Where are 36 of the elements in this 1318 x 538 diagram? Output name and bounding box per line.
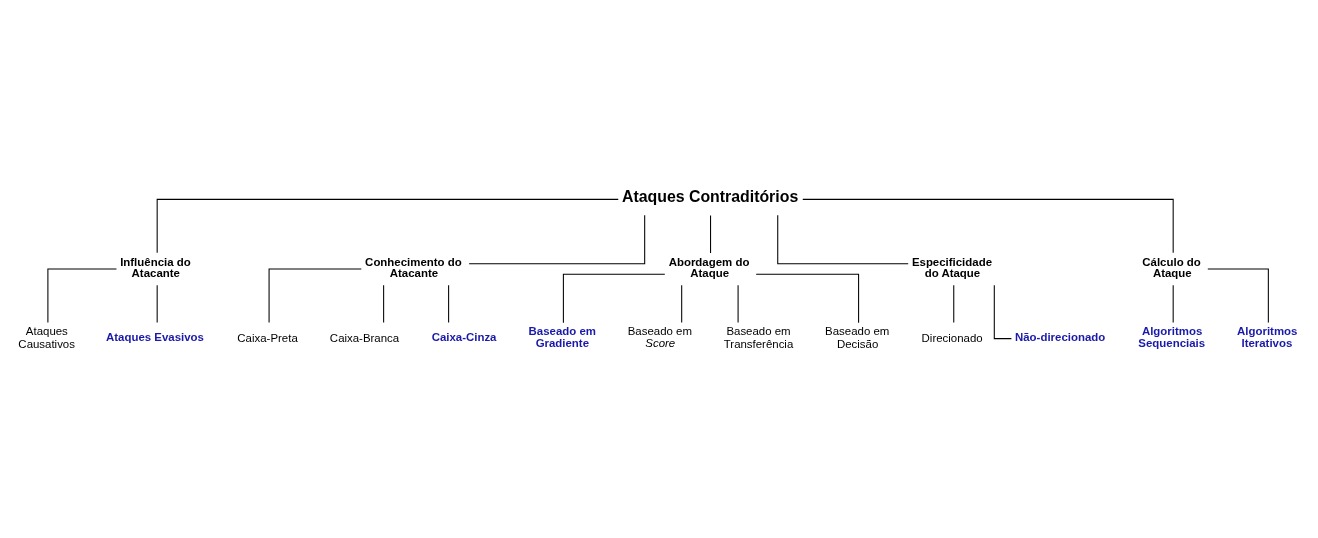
node-text: Algoritmos Iterativos (1237, 325, 1298, 349)
node-text: Ataques Evasivos (106, 330, 204, 343)
node-text: Não-direcionado (1015, 330, 1106, 343)
node-text: Abordagem do Ataque (668, 255, 750, 280)
connector (47, 268, 117, 323)
node-text: Conhecimento do Atacante (365, 255, 462, 280)
node-text: Baseado em Score (627, 325, 692, 349)
connector (1207, 268, 1269, 323)
node-text: Algoritmos Sequenciais (1138, 325, 1206, 349)
connector (383, 284, 385, 324)
connector (710, 215, 712, 254)
node-text: Baseado em Gradiente (528, 325, 596, 349)
node-text: Baseado em Decisão (825, 325, 890, 350)
connector (268, 268, 362, 323)
connector (777, 214, 909, 265)
node-text: Ataques Contraditórios (621, 188, 799, 206)
connector (755, 273, 860, 324)
node-text: Influência do Atacante (120, 255, 191, 280)
connector (993, 284, 1012, 340)
node-text: Cálculo do Ataque (1142, 255, 1201, 280)
node-text: Baseado em Transferência (723, 325, 794, 350)
connector (953, 284, 955, 324)
node-text: Ataques Causativos (18, 325, 75, 350)
connector (156, 198, 619, 254)
node-text: Caixa-Branca (329, 331, 400, 344)
connector (562, 273, 666, 324)
connector (681, 284, 683, 324)
connector (468, 214, 646, 265)
connector (802, 198, 1174, 254)
connector (156, 284, 158, 324)
connector (1172, 284, 1174, 324)
node-text: Caixa-Cinza (431, 330, 497, 343)
node-text: Direcionado (921, 331, 983, 344)
node-text: Caixa-Preta (237, 331, 298, 344)
connector (448, 284, 450, 324)
node-text: Especificidade do Ataque (911, 255, 993, 280)
